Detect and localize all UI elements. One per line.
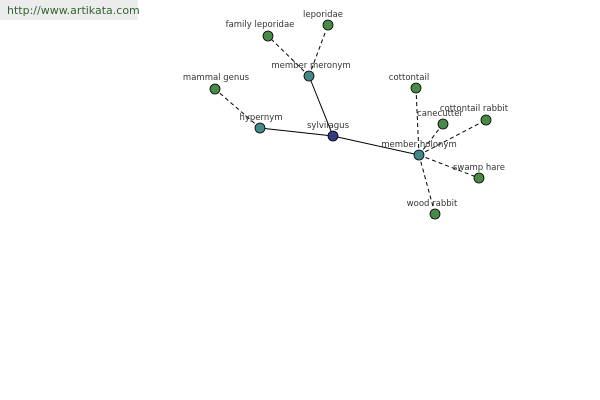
edge-hypernym-mammal-genus [214,88,261,129]
edge-sylvilagus-hypernym [259,127,334,137]
node-hypernym[interactable] [254,122,266,134]
edge-member-meronym-leporidae [308,24,329,77]
graph-nodes [209,19,492,220]
edge-member-holonym-cottontail-rabbit [418,119,487,156]
node-member-holonym[interactable] [413,149,425,161]
edge-member-holonym-swamp-hare [418,154,480,179]
node-member-meronym[interactable] [303,70,315,82]
node-label-leporidae[interactable]: leporidae [303,10,343,20]
node-label-cottontail[interactable]: cottontail [389,73,429,83]
edge-member-meronym-family-leporidae [267,35,310,77]
graph-edges [214,24,487,215]
node-label-mammal-genus[interactable]: mammal genus [183,73,250,83]
node-label-hypernym[interactable]: hypernym [239,113,282,123]
url-bar: http://www.artikata.com [0,0,140,20]
node-label-cottontail-rabbit[interactable]: cottontail rabbit [440,104,509,114]
node-label-swamp-hare[interactable]: swamp hare [453,163,505,173]
node-label-sylvilagus[interactable]: sylvilagus [307,121,350,131]
node-swamp-hare[interactable] [473,172,485,184]
node-leporidae[interactable] [322,19,334,31]
node-label-family-leporidae[interactable]: family leporidae [226,20,295,30]
node-label-wood-rabbit[interactable]: wood rabbit [407,199,458,209]
site-url-link[interactable]: http://www.artikata.com [7,4,140,17]
edge-member-holonym-wood-rabbit [418,154,436,215]
node-cottontail[interactable] [410,82,422,94]
node-label-member-holonym[interactable]: member holonym [381,140,456,150]
node-wood-rabbit[interactable] [429,208,441,220]
node-label-canecutter[interactable]: canecutter [417,109,463,119]
node-sylvilagus[interactable] [327,130,339,142]
edge-sylvilagus-member-holonym [332,135,420,156]
node-family-leporidae[interactable] [262,30,274,42]
edge-sylvilagus-member-meronym [308,75,334,137]
node-mammal-genus[interactable] [209,83,221,95]
node-canecutter[interactable] [437,118,449,130]
node-cottontail-rabbit[interactable] [480,114,492,126]
node-label-member-meronym[interactable]: member meronym [271,61,350,71]
graph-labels: sylvilagus hypernym member meronym member h… [183,10,509,209]
